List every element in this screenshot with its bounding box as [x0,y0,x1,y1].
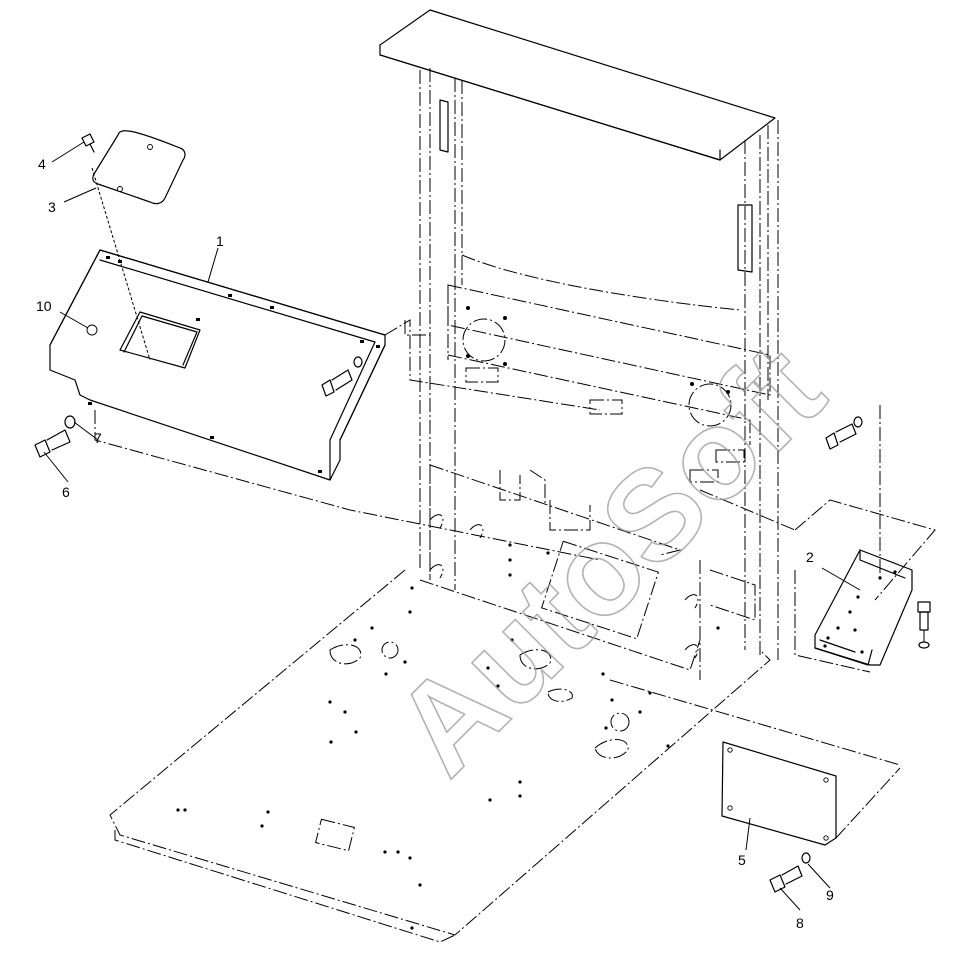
part-3-plate [92,130,186,205]
callout-5: 5 [738,852,746,868]
floor-plate [109,464,771,943]
callout-1: 1 [216,233,224,249]
part-9-washer [801,852,811,864]
callout-9: 9 [826,887,834,903]
part-7-washer [64,415,76,429]
bracket-bolt-upper [825,416,863,450]
callout-leaders [43,141,861,911]
callout-6: 6 [62,484,70,500]
callout-3: 3 [48,199,56,215]
part-8-bolt [769,865,803,893]
rear-frame [379,9,779,660]
watermark: AutoSoft [367,318,850,801]
part-4-screw [81,133,95,153]
part-5-plate [609,679,901,846]
bracket-bolt-lower [917,601,931,649]
part-1-cover [49,249,601,561]
callout-7: 7 [94,430,102,446]
cover-bolt-right [321,356,363,397]
part-2-bracket [699,405,936,673]
callout-4: 4 [38,156,46,172]
callout-2: 2 [806,549,814,565]
part-6-bolt [34,429,71,458]
callout-8: 8 [796,915,804,931]
callout-10: 10 [36,298,52,314]
